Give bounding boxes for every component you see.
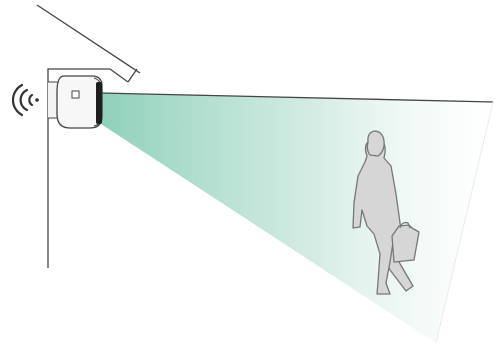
person-body <box>352 139 402 295</box>
roof-eave-line <box>36 4 141 74</box>
walking-person-icon <box>352 130 420 295</box>
field-of-view <box>100 92 494 344</box>
wall-outline <box>47 68 129 268</box>
briefcase-icon <box>391 224 420 263</box>
camera-status-light <box>71 90 80 99</box>
camera-body <box>56 75 103 129</box>
roof-eave-underside <box>127 68 138 83</box>
security-camera-icon <box>48 75 103 129</box>
signal-wave-medium <box>19 88 29 112</box>
signal-dot <box>35 98 39 102</box>
camera-lens <box>96 82 102 124</box>
cone-top-edge <box>100 92 494 103</box>
cone-far-edge <box>435 101 494 344</box>
signal-wave-small <box>28 93 34 107</box>
person-head <box>366 130 385 157</box>
wifi-signal-icon <box>11 83 39 117</box>
building-wall <box>36 4 141 268</box>
signal-wave-large <box>11 83 24 117</box>
briefcase-handle <box>399 221 411 229</box>
detection-cone <box>101 93 493 343</box>
